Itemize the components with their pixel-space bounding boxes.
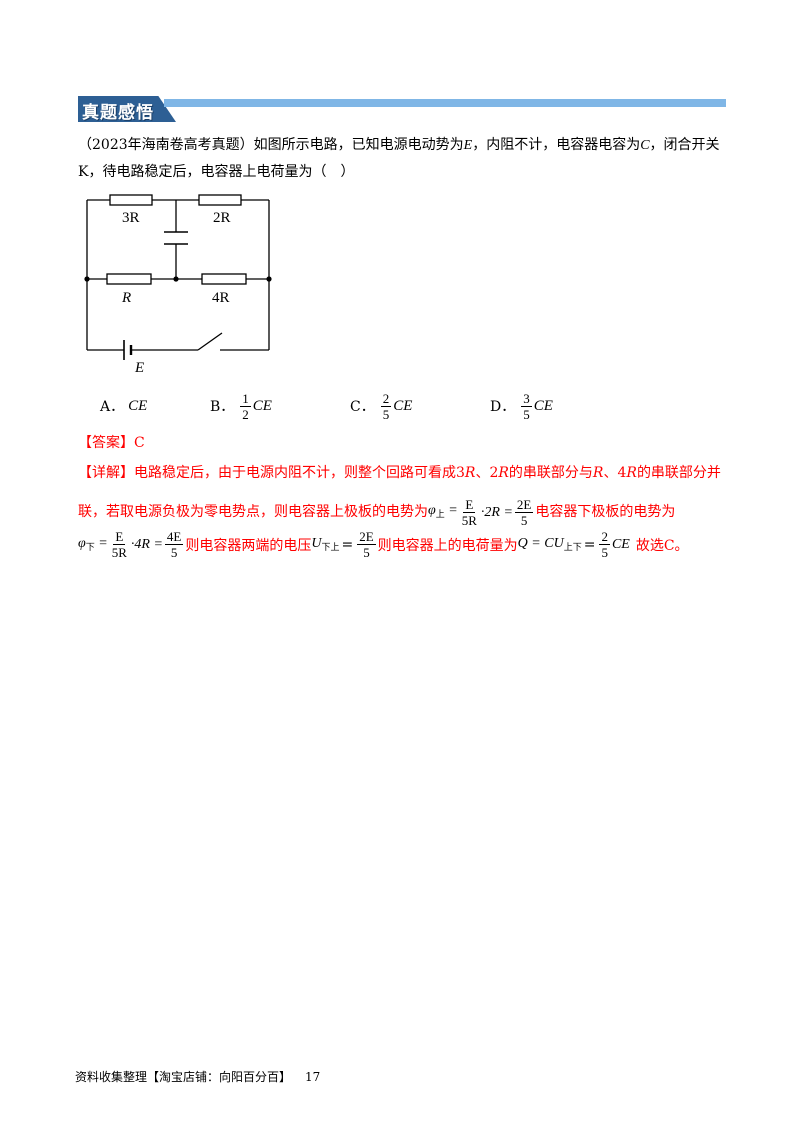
section-tab	[78, 96, 176, 122]
answer-line: 【答案】C	[78, 432, 145, 454]
section-bar	[164, 99, 726, 107]
label-2r: 2R	[213, 210, 231, 226]
answer-value: C	[134, 435, 145, 451]
label-3r: 3R	[122, 210, 140, 226]
label-4r: 4R	[212, 290, 230, 306]
charge-q: Q = CU上下	[517, 536, 582, 552]
footer-source: 资料收集整理【淘宝店铺：向阳百分百】	[75, 1070, 292, 1084]
label-r: R	[121, 290, 131, 306]
circuit-diagram: 3R 2R R 4R E	[84, 194, 272, 375]
resistor-3r	[109, 194, 153, 206]
section-banner: 真题感悟	[78, 96, 726, 123]
resistor-r	[106, 273, 152, 285]
resistor-2r	[198, 194, 242, 206]
question-text: （2023年海南卷高考真题）如图所示电路，已知电源电动势为E，内阻不计，电容器电…	[78, 137, 720, 180]
resistor-4r	[201, 273, 247, 285]
page-footer: 资料收集整理【淘宝店铺：向阳百分百】 17	[75, 1068, 320, 1085]
answer-label: 【答案】	[78, 435, 134, 451]
phi-upper: φ上 =	[428, 503, 458, 519]
section-title: 真题感悟	[82, 103, 154, 123]
phi-lower: φ下 =	[78, 536, 108, 552]
label-emf: E	[134, 360, 144, 375]
voltage-u: U下上	[311, 536, 340, 552]
page-number: 17	[305, 1070, 321, 1084]
option-a[interactable]: A． CE	[100, 397, 148, 416]
